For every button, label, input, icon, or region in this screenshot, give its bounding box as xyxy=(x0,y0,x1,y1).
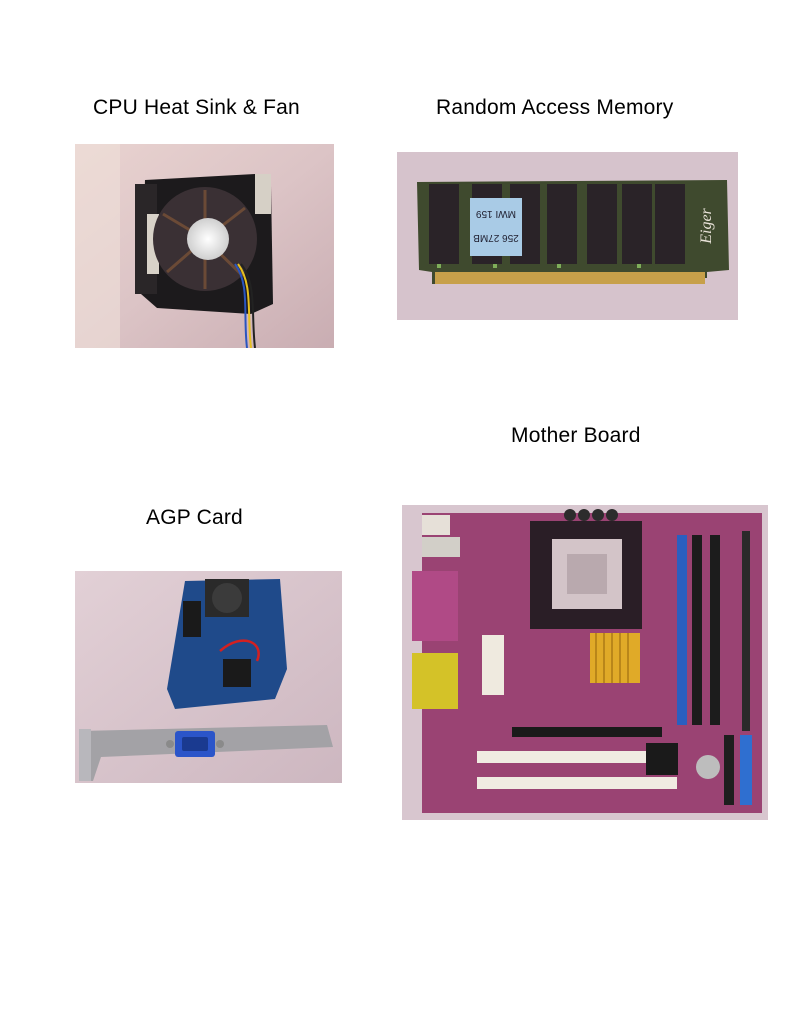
motherboard-caption: Mother Board xyxy=(511,424,641,447)
ram-caption: Random Access Memory xyxy=(436,96,674,119)
ram-label-line1: 256 27MB xyxy=(473,232,519,243)
ram-module-photo: 256 27MB MWI 159 Eiger xyxy=(397,152,738,320)
agp-card-photo xyxy=(75,571,342,783)
ram-brand-logo: Eiger xyxy=(698,207,715,244)
agp-card-caption: AGP Card xyxy=(146,506,243,529)
cpu-heatsink-caption: CPU Heat Sink & Fan xyxy=(93,96,300,119)
ram-label-line2: MWI 159 xyxy=(476,208,516,219)
motherboard-photo xyxy=(402,505,768,820)
cpu-heatsink-photo xyxy=(75,144,334,348)
